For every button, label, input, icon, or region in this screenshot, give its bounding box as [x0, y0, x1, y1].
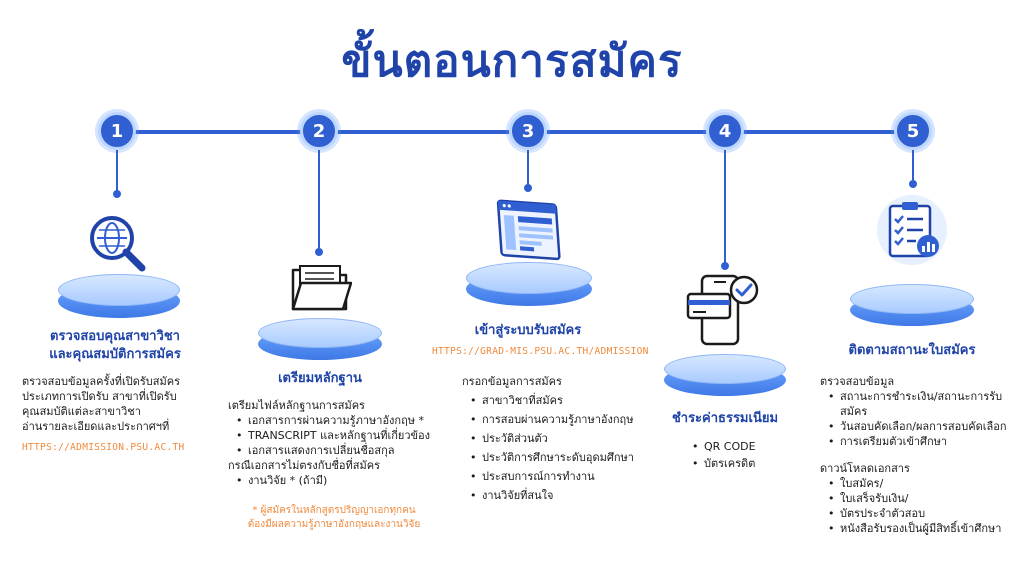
step-2-note-line2: ต้องมีผลความรู้ภาษาอังกฤษและงานวิจัย: [247, 519, 421, 530]
list-item: ใบเสร็จรับเงิน/: [820, 491, 1020, 506]
step-3-intro: กรอกข้อมูลการสมัคร: [462, 375, 562, 388]
step-5-title: ติดตามสถานะใบสมัคร: [848, 343, 976, 358]
step-1-line: อ่านรายละเอียดและประกาศฯที่: [22, 420, 170, 433]
step-2-title: เตรียมหลักฐาน: [278, 371, 362, 386]
step-3-number: 3: [509, 112, 547, 150]
step-1-title: ตรวจสอบคุณสาขาวิชา และคุณสมบัติการสมัคร: [10, 328, 220, 364]
step-4-connector: [724, 150, 726, 266]
list-item: สาขาวิชาที่สมัคร: [462, 391, 682, 410]
step-3-connector: [527, 150, 529, 188]
list-item: ประวัติส่วนตัว: [462, 429, 682, 448]
step-2-continuation: กรณีเอกสารไม่ตรงกับชื่อที่สมัคร: [228, 459, 381, 472]
step-2-connector-dot: [315, 248, 323, 256]
list-item: สถานะการชำระเงิน/สถานะการรับสมัคร: [820, 389, 1020, 419]
list-item: วันสอบคัดเลือก/ผลการสอบคัดเลือก: [820, 419, 1020, 434]
list-item: งานวิจัยที่สนใจ: [462, 486, 682, 505]
step-1-title-line2: และคุณสมบัติการสมัคร: [49, 347, 181, 362]
step-3-connector-dot: [524, 184, 532, 192]
clipboard-checklist-icon: [876, 194, 948, 270]
list-item: การสอบผ่านความรู้ภาษาอังกฤษ: [462, 410, 682, 429]
step-1-line: ตรวจสอบข้อมูลครั้งที่เปิดรับสมัคร: [22, 375, 180, 388]
step-4-description: QR CODE บัตรเครดิต: [684, 438, 824, 472]
step-2-note: * ผู้สมัครในหลักสูตรปริญญาเอกทุกคน ต้องม…: [214, 504, 454, 532]
step-1-number: 1: [98, 112, 136, 150]
list-item: งานวิจัย * (ถ้ามี): [228, 473, 468, 488]
step-3-title: เข้าสู่ระบบรับสมัคร: [474, 323, 582, 338]
step-3-description: กรอกข้อมูลการสมัคร สาขาวิชาที่สมัคร การส…: [462, 372, 682, 505]
folder-icon: [290, 262, 353, 320]
step-1-title-line1: ตรวจสอบคุณสาขาวิชา: [50, 329, 180, 344]
web-browser-icon: [494, 194, 564, 268]
globe-search-icon: [86, 212, 148, 278]
step-5-connector-dot: [909, 180, 917, 188]
list-item: บัตรประจำตัวสอบ: [820, 506, 1020, 521]
step-5-intro: ตรวจสอบข้อมูล: [820, 375, 895, 388]
list-item: ประวัติการศึกษาระดับอุดมศึกษา: [462, 448, 682, 467]
admission-link[interactable]: HTTPS://ADMISSION.PSU.AC.TH: [22, 442, 185, 453]
list-item: TRANSCRIPT และหลักฐานที่เกี่ยวข้อง: [228, 428, 468, 443]
list-item: QR CODE: [684, 438, 824, 455]
list-item: ใบสมัคร/: [820, 476, 1020, 491]
list-item: เอกสารการผ่านความรู้ภาษาอังกฤษ *: [228, 413, 468, 428]
step-2-pedestal: [258, 318, 382, 360]
step-5-number: 5: [894, 112, 932, 150]
step-2-number: 2: [300, 112, 338, 150]
step-2-connector: [318, 150, 320, 250]
step-5-description: ตรวจสอบข้อมูล สถานะการชำระเงิน/สถานะการร…: [820, 374, 1020, 536]
step-1-description: ตรวจสอบข้อมูลครั้งที่เปิดรับสมัคร ประเภท…: [22, 374, 232, 434]
step-5-pedestal: [850, 284, 974, 326]
mobile-payment-icon: [684, 270, 764, 354]
step-2-intro: เตรียมไฟล์หลักฐานการสมัคร: [228, 399, 365, 412]
step-1-connector: [116, 150, 118, 194]
step-1-connector-dot: [113, 190, 121, 198]
step-4-connector-dot: [721, 262, 729, 270]
step-2-description: เตรียมไฟล์หลักฐานการสมัคร เอกสารการผ่านค…: [228, 398, 468, 488]
list-item: การเตรียมตัวเข้าศึกษา: [820, 434, 1020, 449]
list-item: เอกสารแสดงการเปลี่ยนชื่อสกุล: [228, 443, 468, 458]
grad-mis-link[interactable]: HTTPS://GRAD-MIS.PSU.AC.TH/ADMISSION: [432, 346, 649, 357]
step-3-pedestal: [466, 262, 592, 306]
list-item: บัตรเครดิต: [684, 455, 824, 472]
step-1-line: คุณสมบัติแต่ละสาขาวิชา: [22, 405, 141, 418]
list-item: หนังสือรับรองเป็นผู้มีสิทธิ์เข้าศึกษา: [820, 521, 1020, 536]
step-5-intro2: ดาวน์โหลดเอกสาร: [820, 462, 910, 475]
step-1-line: ประเภทการเปิดรับ สาขาที่เปิดรับ: [22, 390, 177, 403]
list-item: ประสบการณ์การทำงาน: [462, 467, 682, 486]
step-4-title: ชำระค่าธรรมเนียม: [671, 411, 779, 426]
step-4-number: 4: [706, 112, 744, 150]
step-4-pedestal: [664, 354, 786, 396]
step-1-pedestal: [58, 274, 180, 318]
step-2-note-line1: * ผู้สมัครในหลักสูตรปริญญาเอกทุกคน: [252, 505, 416, 516]
step-5-connector: [912, 150, 914, 184]
page-title: ขั้นตอนการสมัคร: [341, 36, 683, 87]
